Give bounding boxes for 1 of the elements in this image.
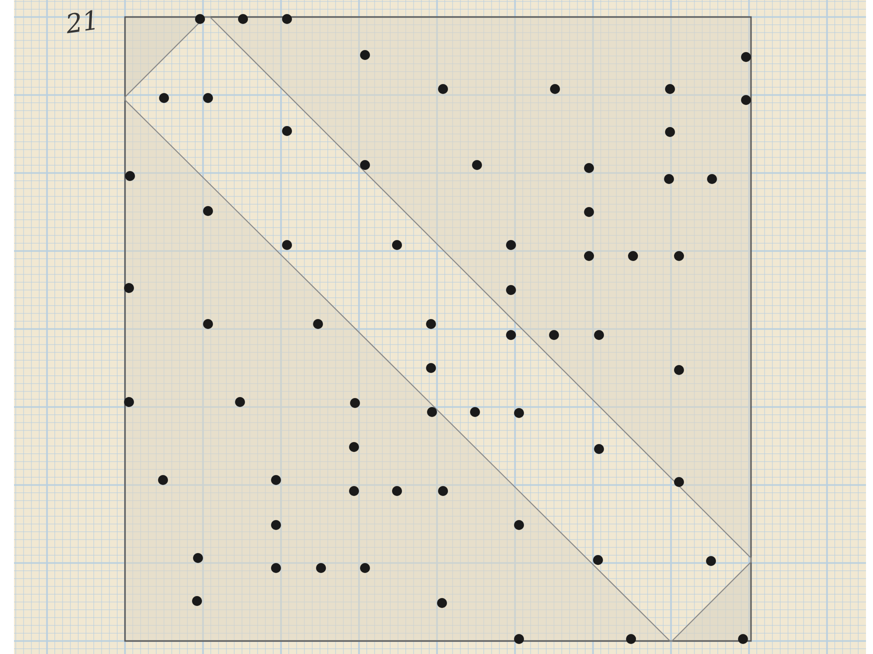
handwritten-number: 21	[64, 6, 102, 40]
